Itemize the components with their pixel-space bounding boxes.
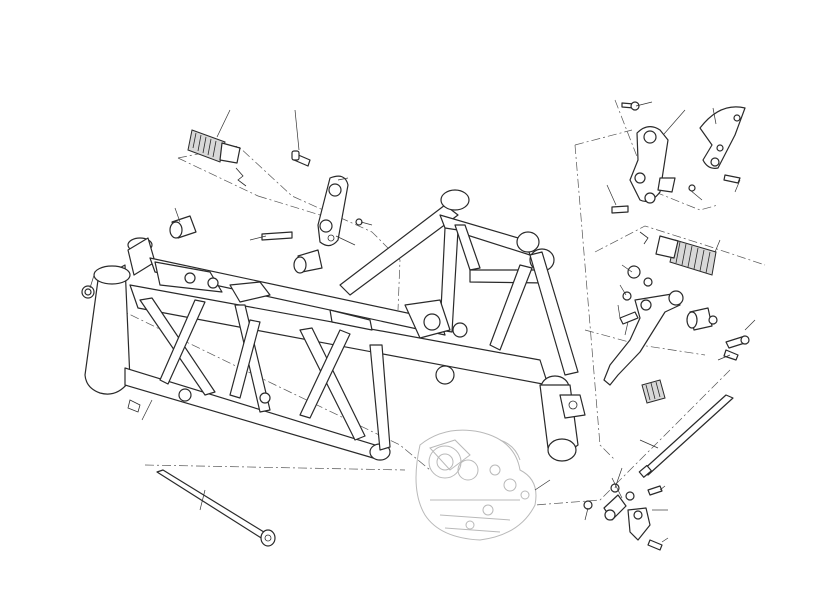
left-rider-footpeg — [187, 129, 247, 187]
swingarm-pivot-shaft — [156, 469, 276, 547]
callout-leaders — [89, 101, 756, 543]
left-footpeg-bracket — [317, 175, 349, 247]
left-fasteners — [81, 150, 363, 299]
gear-shift-lever — [603, 290, 718, 386]
shift-linkage-rod — [583, 394, 734, 551]
engine-reference-ghost — [415, 429, 537, 541]
right-fasteners — [611, 101, 750, 361]
gear-lever-rubber — [641, 379, 666, 404]
heel-guard — [699, 106, 746, 169]
right-footpeg-bracket — [629, 126, 676, 204]
main-frame — [84, 189, 586, 462]
right-rider-footpeg — [639, 231, 717, 276]
